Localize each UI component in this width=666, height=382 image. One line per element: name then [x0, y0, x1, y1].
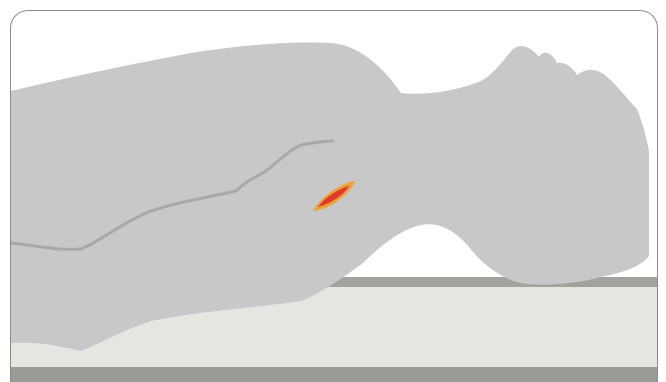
table-base	[11, 367, 658, 382]
patient-illustration	[11, 11, 658, 382]
illustration-frame	[10, 10, 658, 382]
